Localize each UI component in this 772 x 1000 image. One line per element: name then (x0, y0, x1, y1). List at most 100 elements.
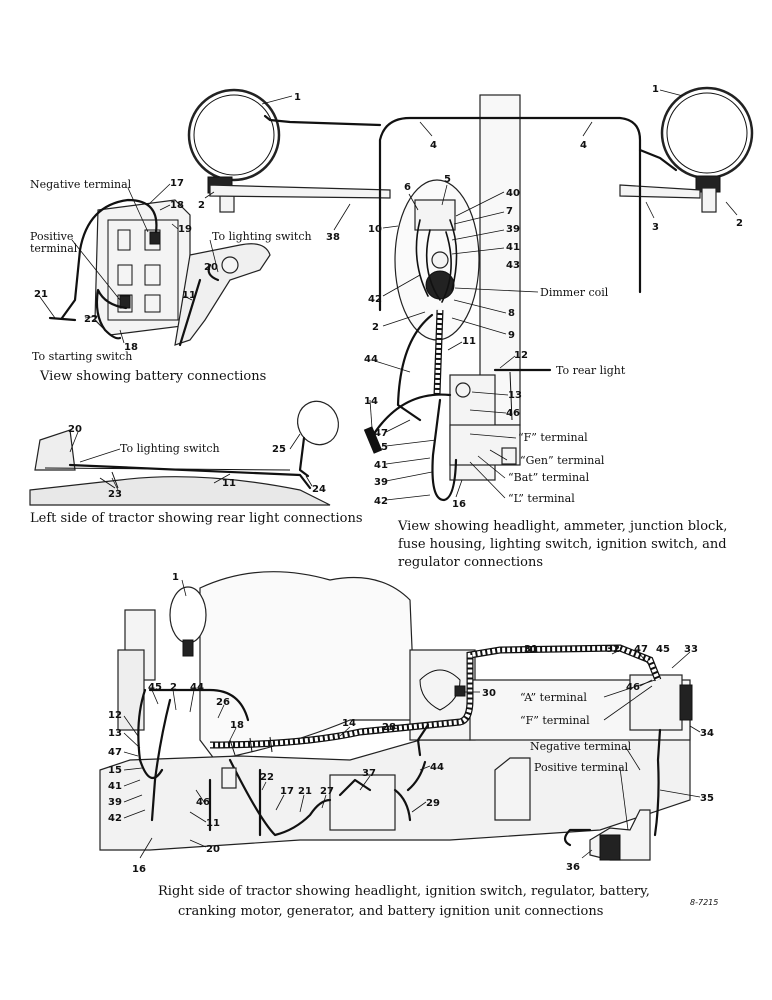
hl-callout-42b: 42 (374, 496, 388, 507)
wire-11-battery (178, 278, 202, 347)
rs-callout-17: 17 (280, 786, 294, 797)
callout-17: 17 (170, 178, 184, 189)
hl-callout-3: 3 (652, 222, 659, 233)
oil-filter (494, 757, 531, 821)
right-headlight (660, 86, 754, 180)
hl-callout-2b: 2 (736, 218, 743, 229)
fuse-housing (455, 382, 471, 398)
cable-22-17 (228, 758, 332, 837)
fuel-tank (199, 571, 416, 761)
cable-29 (393, 788, 412, 822)
rs-callout-46a: 46 (196, 797, 210, 808)
left-headlight-wire (263, 114, 382, 127)
a-terminal-label: “A” terminal (520, 691, 587, 704)
left-headlight (187, 88, 281, 182)
figure-code: 8-7215 (690, 898, 718, 907)
right-headlight-wire (638, 148, 678, 172)
rs-callout-42: 42 (108, 813, 122, 824)
callout-20: 20 (204, 262, 218, 273)
to-rear-light-label: To rear light (556, 364, 626, 377)
hl-callout-11: 11 (462, 336, 476, 347)
wire-44 (396, 313, 434, 422)
hl-callout-41b: 41 (374, 460, 388, 471)
rs-positive-terminal-label: Positive terminal (534, 761, 629, 774)
rs-callout-47b: 47 (634, 644, 648, 655)
hl-callout-44: 44 (364, 354, 378, 365)
right-side-headlight (169, 586, 207, 644)
battery-negative-terminal-label: Negative terminal (30, 178, 132, 191)
rs-callout-28: 28 (382, 722, 396, 733)
hl-callout-1b: 1 (652, 84, 659, 95)
headlight-junction-view (187, 86, 754, 502)
rear-callout-24: 24 (312, 484, 326, 495)
hl-f-terminal-label: “F” terminal (518, 431, 588, 444)
callout-21: 21 (34, 289, 48, 300)
rs-callout-29: 29 (426, 798, 440, 809)
rs-callout-26: 26 (216, 697, 230, 708)
gen-terminal-label: “Gen” terminal (520, 454, 605, 467)
left-headlight-lens (193, 94, 275, 176)
battery-view-caption: View showing battery connections (39, 369, 266, 384)
panel-wires (415, 219, 458, 303)
rs-callout-20: 20 (206, 844, 220, 855)
to-starting-switch-label: To starting switch (32, 350, 132, 363)
callout-18b: 18 (124, 342, 138, 353)
rs-callout-11: 11 (206, 818, 220, 829)
lighting-switch-bracket (174, 243, 271, 346)
hl-callout-2c: 2 (372, 322, 379, 333)
battery-negative-cable (60, 198, 158, 320)
hl-callout-42a: 42 (368, 294, 382, 305)
hl-callout-5: 5 (444, 174, 451, 185)
rs-callout-12: 12 (108, 710, 122, 721)
rs-callout-2: 2 (170, 682, 177, 693)
hl-callout-39b: 39 (374, 477, 388, 488)
headlight-bracket-bar-right (619, 184, 701, 199)
tractor-frame-rear (29, 476, 331, 506)
right-view-caption-2: cranking motor, generator, and battery i… (178, 904, 603, 919)
rs-callout-47a: 47 (108, 747, 122, 758)
rs-callout-39: 39 (108, 797, 122, 808)
rs-callout-46b: 46 (626, 682, 640, 693)
hl-callout-1a: 1 (294, 92, 301, 103)
right-headlight-lens (666, 92, 748, 174)
rs-callout-44a: 44 (190, 682, 204, 693)
battery-positive-terminal-label-2: terminal (30, 242, 78, 255)
rear-callout-23: 23 (108, 489, 122, 500)
rs-callout-21: 21 (298, 786, 312, 797)
negative-post (149, 231, 161, 245)
rs-callout-16: 16 (132, 864, 146, 875)
rs-callout-15: 15 (108, 765, 122, 776)
rear-view-caption: Left side of tractor showing rear light … (30, 511, 363, 526)
rear-light-view (29, 400, 339, 506)
rs-callout-44b: 44 (430, 762, 444, 773)
l-terminal-label: “L” terminal (508, 492, 575, 505)
wire-39-42 (431, 398, 458, 502)
headlight-bracket-bar (209, 184, 391, 199)
rs-callout-41: 41 (108, 781, 122, 792)
bat-terminal-label: “Bat” terminal (508, 471, 590, 484)
rear-callout-25: 25 (272, 444, 286, 455)
battery-to-lighting-switch-label: To lighting switch (212, 230, 312, 243)
cranking-cable (563, 828, 592, 847)
rear-callout-20: 20 (68, 424, 82, 435)
hl-callout-14: 14 (364, 396, 378, 407)
hl-callout-40: 40 (506, 188, 520, 199)
rear-lamp (297, 400, 339, 446)
ammeter (431, 251, 449, 269)
callout-19: 19 (178, 224, 192, 235)
hl-callout-8: 8 (508, 308, 515, 319)
rs-callout-30: 30 (482, 688, 496, 699)
hl-callout-43: 43 (506, 260, 520, 271)
callout-18: 18 (170, 200, 184, 211)
hl-callout-4b: 4 (580, 140, 587, 151)
hl-callout-39a: 39 (506, 224, 520, 235)
rs-callout-45a: 45 (148, 682, 162, 693)
hl-callout-38: 38 (326, 232, 340, 243)
rs-callout-34: 34 (700, 728, 714, 739)
rs-callout-31: 31 (524, 644, 538, 655)
hl-callout-2a: 2 (198, 200, 205, 211)
rs-negative-terminal-label: Negative terminal (530, 740, 632, 753)
battery-positive-terminal-label-1: Positive (30, 230, 73, 243)
right-view-caption-1: Right side of tractor showing headlight,… (158, 884, 650, 899)
callout-22: 22 (84, 314, 98, 325)
